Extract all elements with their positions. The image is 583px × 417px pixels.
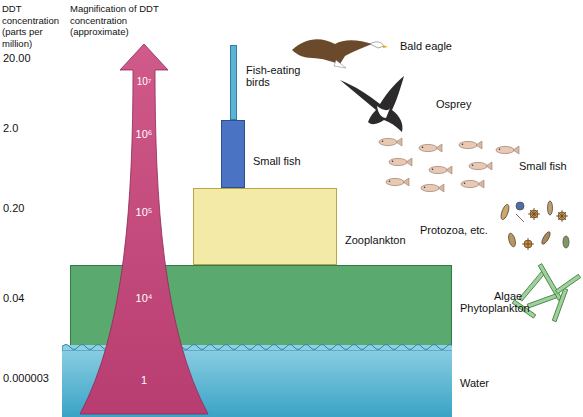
level-box: Small fish (221, 120, 245, 188)
osprey-drawing (340, 76, 404, 132)
label-holder: 20.00 (3, 52, 53, 64)
algae-drawing (538, 264, 561, 301)
label-holder: 10⁷ (124, 76, 164, 88)
small-fish-drawing (389, 158, 412, 166)
small-fish-drawing (421, 184, 444, 192)
protozoa-drawing (516, 202, 524, 210)
osprey-drawing (377, 106, 390, 118)
text-label: Osprey (436, 98, 506, 110)
algae-drawing (552, 288, 567, 321)
protozoa-drawing (522, 238, 534, 250)
level-label: Small fish (253, 155, 323, 167)
text-label: 0.04 (3, 292, 53, 304)
small-fish-drawing (419, 144, 442, 152)
small-fish-drawing (469, 162, 492, 170)
small-fish-drawing (461, 180, 484, 188)
bald-eagle-drawing (383, 45, 388, 48)
level-label: Phytoplankton (460, 302, 550, 314)
level-label: Zooplankton (345, 234, 425, 246)
text-label: Magnification of DDT concentration (appr… (70, 3, 170, 38)
text-label: Bald eagle (400, 40, 480, 52)
text-label: 2.0 (3, 122, 53, 134)
protozoa-drawing (556, 210, 568, 222)
text-label: Algae (494, 290, 534, 302)
magnification-value: 10⁴ (124, 292, 164, 304)
label-holder: Algae (494, 290, 534, 302)
label-holder: Protozoa, etc. (420, 224, 500, 236)
label-holder: 0.20 (3, 202, 53, 214)
label-holder: 10⁵ (124, 206, 164, 218)
level-box: Fish-eating birds (230, 45, 237, 120)
label-holder: 10⁴ (124, 292, 164, 304)
algae-drawing (519, 271, 545, 301)
text-label: DDT concentration (parts per million) (2, 3, 66, 49)
protozoa-drawing (516, 214, 524, 222)
level-box: Zooplankton (193, 188, 337, 265)
protozoa-drawing (540, 231, 551, 246)
small-fish-drawing (429, 166, 452, 174)
label-holder: Bald eagle (400, 40, 480, 52)
bald-eagle-drawing (370, 42, 384, 48)
magnification-value: 10⁷ (124, 76, 164, 88)
text-label: 0.20 (3, 202, 53, 214)
small-fish-drawing (459, 141, 482, 149)
level-label: Water (460, 377, 520, 389)
algae-drawing (555, 274, 580, 293)
label-holder: 10⁶ (124, 128, 164, 140)
level-label: Fish-eating birds (246, 64, 310, 88)
magnification-value: 10⁶ (124, 128, 164, 140)
magnification-value: 1 (124, 374, 164, 386)
label-holder: Osprey (436, 98, 506, 110)
label-holder: DDT concentration (parts per million) (2, 3, 66, 49)
protozoa-drawing (499, 201, 569, 250)
protozoa-drawing (528, 208, 540, 220)
label-holder: Magnification of DDT concentration (appr… (70, 3, 170, 38)
bald-eagle-drawing (292, 39, 372, 64)
label-holder: 1 (124, 374, 164, 386)
bald-eagle-drawing (292, 39, 388, 68)
protozoa-drawing (563, 236, 569, 248)
text-label: 0.000003 (3, 372, 63, 384)
protozoa-drawing (507, 232, 516, 247)
protozoa-drawing (499, 203, 510, 220)
small-fish-drawing (496, 146, 519, 154)
bald-eagle-drawing (334, 60, 346, 68)
text-label: Small fish (519, 160, 579, 172)
small-fish-drawing (379, 138, 519, 192)
label-holder: Small fish (522, 160, 582, 172)
protozoa-drawing (548, 201, 553, 215)
label-holder: 0.04 (3, 292, 53, 304)
arrow-shape (80, 44, 208, 414)
small-fish-drawing (379, 138, 402, 146)
algae-drawing (527, 294, 557, 308)
magnification-value: 10⁵ (124, 206, 164, 218)
small-fish-drawing (386, 178, 409, 186)
text-label: Protozoa, etc. (420, 224, 500, 236)
label-holder: 0.000003 (3, 372, 63, 384)
text-label: 20.00 (3, 52, 53, 64)
label-holder: 2.0 (3, 122, 53, 134)
osprey-drawing (340, 76, 404, 132)
